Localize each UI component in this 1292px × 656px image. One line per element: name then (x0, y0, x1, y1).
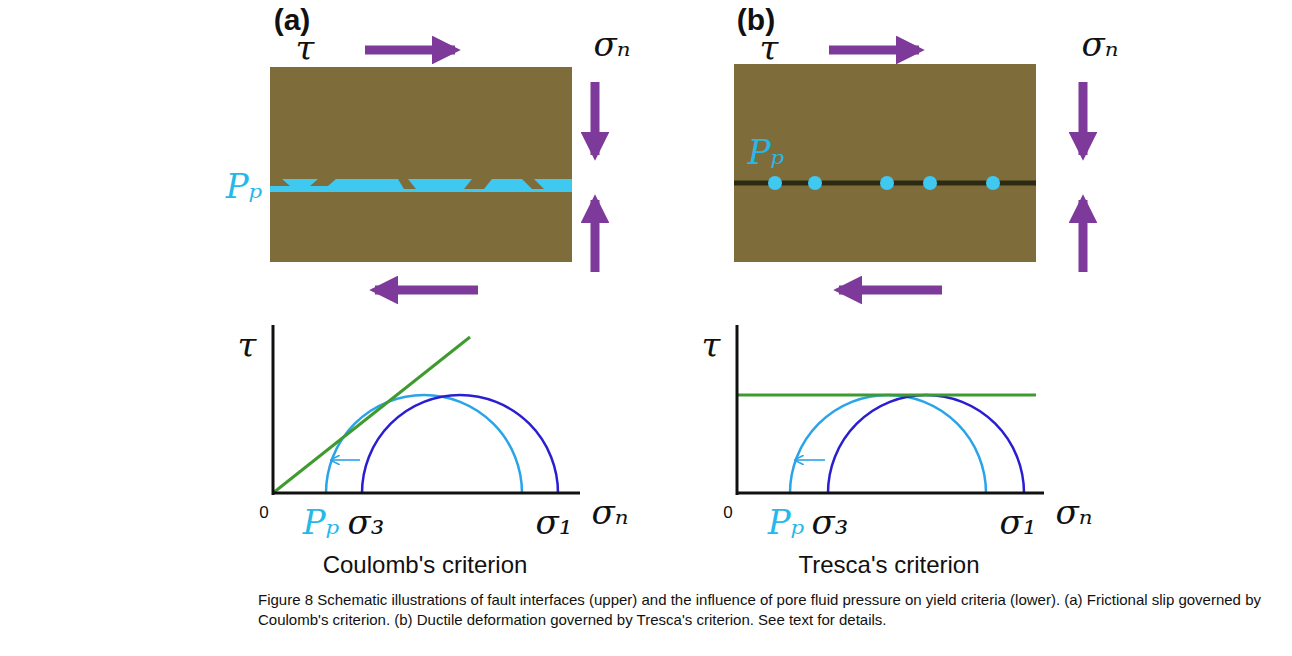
criterion-title: Tresca's criterion (798, 553, 979, 577)
pore-pressure-label: Pₚ (768, 505, 804, 539)
normal-stress-symbol: σₙ (1082, 27, 1119, 61)
pore-pressure-label: Pₚ (226, 169, 262, 203)
stress-arrows-b (829, 50, 1083, 290)
shear-stress-symbol: τ (296, 31, 315, 65)
origin-label: 0 (723, 504, 732, 521)
axis-label: σₙ (592, 495, 629, 529)
pore-pressure-label: Pₚ (748, 135, 784, 169)
axis-label: τ (702, 328, 721, 362)
figure-caption: Figure 8 Schematic illustrations of faul… (258, 590, 1278, 631)
normal-stress-symbol: σₙ (594, 27, 631, 61)
origin-label: 0 (259, 504, 268, 521)
stress-arrows-a (365, 50, 595, 290)
stress-label: σ₁ (1000, 505, 1037, 539)
stress-label: σ₃ (812, 505, 849, 539)
mohr-plot-a (272, 325, 580, 495)
pore-pressure-label: Pₚ (303, 505, 339, 539)
axis-label: σₙ (1056, 495, 1093, 529)
mohr-plot-b (736, 325, 1044, 495)
criterion-title: Coulomb's criterion (323, 553, 528, 577)
axis-label: τ (238, 328, 257, 362)
stress-label: σ₃ (348, 505, 385, 539)
fault-block-b (734, 64, 1036, 262)
fault-block-a (270, 67, 572, 262)
stress-label: σ₁ (536, 505, 573, 539)
shear-stress-symbol: τ (760, 31, 779, 65)
